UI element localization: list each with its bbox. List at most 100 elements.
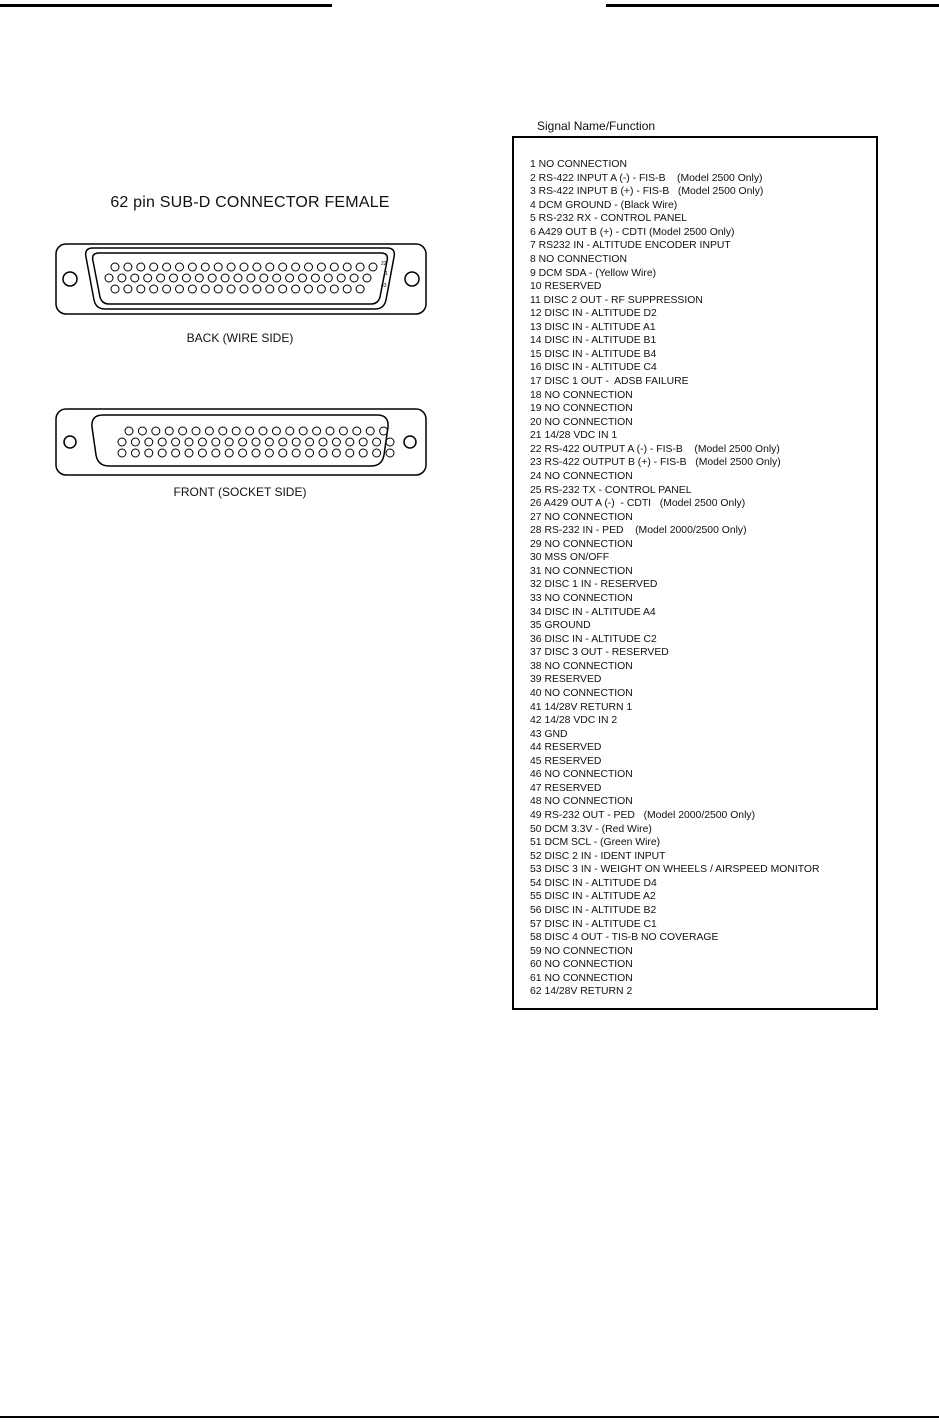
signal-row: 54 DISC IN - ALTITUDE D4: [530, 877, 657, 889]
pin-icon: [291, 448, 301, 458]
pin-icon: [331, 448, 341, 458]
pin-icon: [352, 426, 362, 436]
signal-row: 44 RESERVED: [530, 742, 602, 754]
header-rule-left: [0, 4, 332, 7]
signal-row: 9 DCM SDA - (Yellow Wire): [530, 267, 657, 279]
pin-number-label: 1: [385, 271, 388, 277]
pin-icon: [187, 284, 197, 294]
pin-icon: [246, 273, 256, 283]
pin-icon: [368, 262, 378, 272]
pin-icon: [291, 437, 301, 447]
pin-icon: [362, 273, 372, 283]
pin-icon: [291, 262, 301, 272]
pin-icon: [123, 284, 133, 294]
mounting-hole-icon: [62, 271, 78, 287]
connector-front-caption: FRONT (SOCKET SIDE): [173, 485, 307, 499]
signal-row: 62 14/28V RETURN 2: [530, 986, 633, 998]
pin-icon: [345, 437, 355, 447]
signal-table: 1 NO CONNECTION 2 RS-422 INPUT A (-) - FI…: [512, 136, 878, 1010]
pin-icon: [104, 273, 114, 283]
signal-row: 45 RESERVED: [530, 755, 602, 767]
pin-icon: [258, 426, 268, 436]
pin-icon: [291, 284, 301, 294]
pin-icon: [226, 284, 236, 294]
signal-row: 52 DISC 2 IN - IDENT INPUT: [530, 850, 666, 862]
pin-icon: [329, 262, 339, 272]
connector-back-pin-numbers: 22 1 43: [381, 261, 388, 289]
signal-row: 59 NO CONNECTION: [530, 945, 633, 957]
pin-icon: [265, 262, 275, 272]
pin-icon: [156, 273, 166, 283]
pin-icon: [181, 273, 191, 283]
signal-row: 34 DISC IN - ALTITUDE A4: [530, 606, 656, 618]
pin-icon: [385, 448, 395, 458]
pin-icon: [207, 273, 217, 283]
signal-row: 41 14/28V RETURN 1: [530, 701, 633, 713]
connector-back-shell: [55, 243, 427, 315]
pin-icon: [178, 426, 188, 436]
pin-icon: [124, 426, 134, 436]
pin-icon: [265, 284, 275, 294]
pin-icon: [136, 284, 146, 294]
pin-icon: [285, 426, 295, 436]
signal-row: 15 DISC IN - ALTITUDE B4: [530, 348, 657, 360]
pin-icon: [365, 426, 375, 436]
pin-icon: [305, 437, 315, 447]
pin-icon: [117, 273, 127, 283]
signal-row: 6 A429 OUT B (+) - CDTI (Model 2500 Only…: [530, 226, 735, 238]
pin-icon: [191, 426, 201, 436]
pin-icon: [298, 273, 307, 283]
pin-icon: [245, 426, 255, 436]
pin-icon: [197, 448, 207, 458]
pin-icon: [144, 448, 154, 458]
pin-icon: [316, 262, 326, 272]
pin-icon: [318, 437, 328, 447]
pin-icon: [144, 437, 154, 447]
pin-icon: [110, 284, 120, 294]
signal-row: 10 RESERVED: [530, 281, 602, 293]
connector-front-shell: [55, 408, 427, 476]
pin-icon: [336, 273, 346, 283]
signal-row: 47 RESERVED: [530, 782, 602, 794]
signal-row: 46 NO CONNECTION: [530, 769, 633, 781]
pin-icon: [278, 284, 288, 294]
signal-row: 1 NO CONNECTION: [530, 159, 627, 170]
pin-icon: [312, 426, 322, 436]
signal-row: 31 NO CONNECTION: [530, 565, 633, 577]
signal-row: 2 RS-422 INPUT A (-) - FIS-B (Model 2500…: [530, 172, 763, 184]
pin-icon: [204, 426, 214, 436]
pin-icon: [304, 262, 313, 272]
signal-row: 16 DISC IN - ALTITUDE C4: [530, 362, 657, 374]
signal-row: 32 DISC 1 IN - RESERVED: [530, 579, 658, 591]
pin-icon: [194, 273, 204, 283]
signal-row: 28 RS-232 IN - PED (Model 2000/2500 Only…: [530, 525, 747, 537]
signal-row: 26 A429 OUT A (-) - CDTI (Model 2500 Onl…: [530, 498, 746, 510]
pin-icon: [259, 273, 269, 283]
signal-row: 53 DISC 3 IN - WEIGHT ON WHEELS / AIRSPE…: [530, 864, 820, 876]
pin-icon: [117, 437, 127, 447]
pin-icon: [200, 284, 210, 294]
signal-row: 4 DCM GROUND - (Black Wire): [530, 199, 678, 211]
signal-row: 8 NO CONNECTION: [530, 253, 627, 265]
mounting-hole-icon: [63, 435, 77, 449]
pin-icon: [358, 437, 368, 447]
signal-row: 37 DISC 3 OUT - RESERVED: [530, 647, 669, 659]
pin-icon: [218, 426, 228, 436]
pin-icon: [184, 437, 194, 447]
connector-title: 62 pin SUB-D CONNECTOR FEMALE: [110, 194, 390, 211]
header-rule-right: [606, 4, 939, 7]
signal-row: 22 RS-422 OUTPUT A (-) - FIS-B (Model 25…: [530, 443, 780, 455]
pin-icon: [130, 273, 140, 283]
pin-icon: [278, 448, 288, 458]
pin-icon: [372, 437, 382, 447]
signal-row: 43 GND: [530, 728, 568, 740]
pin-icon: [345, 448, 355, 458]
pin-icon: [238, 437, 248, 447]
pin-icon: [200, 262, 210, 272]
signal-row: 57 DISC IN - ALTITUDE C1: [530, 918, 657, 930]
signal-row: 7 RS232 IN - ALTITUDE ENCODER INPUT: [530, 240, 731, 252]
signal-row: 24 NO CONNECTION: [530, 470, 633, 482]
signal-list: 1 NO CONNECTION 2 RS-422 INPUT A (-) - FI…: [530, 158, 819, 999]
pin-icon: [252, 262, 262, 272]
pin-icon: [171, 448, 181, 458]
